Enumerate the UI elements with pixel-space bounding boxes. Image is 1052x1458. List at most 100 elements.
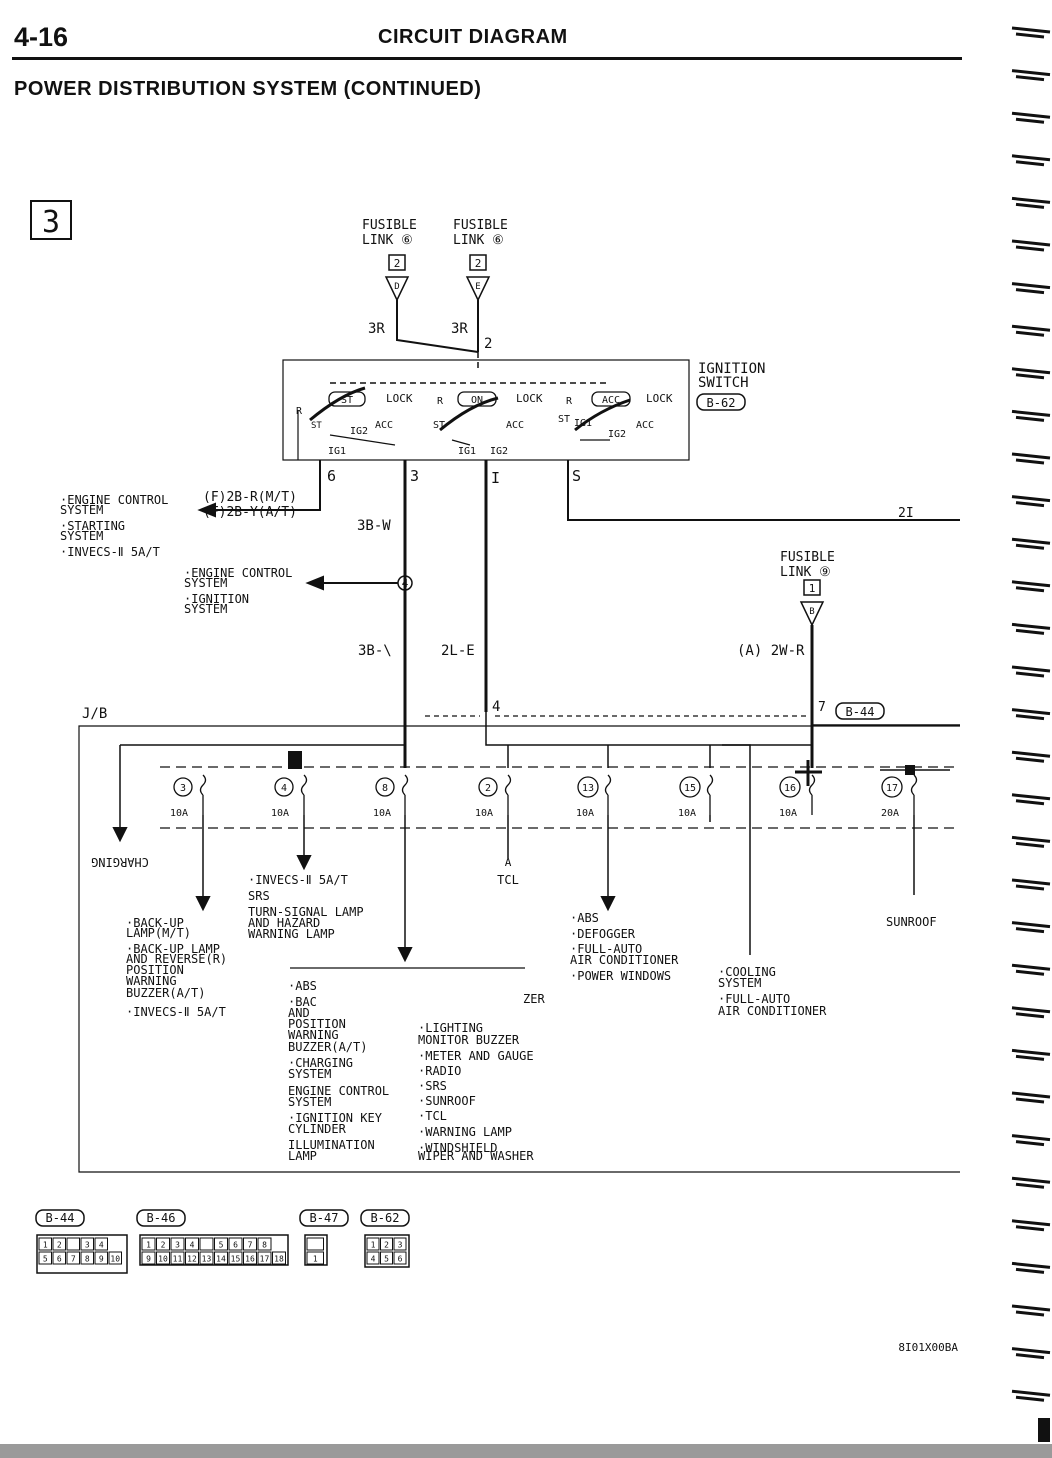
jb-pin-7: 7 xyxy=(818,700,826,715)
connector-pin-cell xyxy=(38,1237,52,1251)
switch-acc-label: ACC xyxy=(602,395,620,406)
connector-pin-cell xyxy=(257,1237,272,1251)
fuse15-16-out xyxy=(709,744,751,955)
fuse8-right-4: ·RADIO xyxy=(418,1064,461,1078)
fuse3-load-3: ·BACK-UP LAMP xyxy=(126,942,220,956)
zer-fragment: ZER xyxy=(523,992,545,1006)
engine-block-3: ·STARTING xyxy=(60,519,125,533)
connector-pin-label: 4 xyxy=(371,1255,376,1264)
connector-pin-cell xyxy=(214,1251,228,1265)
fuse8-left-13: ILLUMINATION xyxy=(288,1138,375,1152)
fl2-line2: LINK ⑥ xyxy=(453,233,504,248)
connector-pin-label: 3 xyxy=(398,1241,403,1250)
wire-2l-right xyxy=(567,460,960,521)
fuse-symbol-4 xyxy=(300,774,308,815)
binding-rib xyxy=(1011,622,1051,635)
connector-pin-cell xyxy=(228,1251,243,1265)
pin-i-label: I xyxy=(491,469,500,487)
binding-rib xyxy=(1011,1006,1051,1019)
switch-ig2-1: IG2 xyxy=(350,426,368,437)
connector-pin-cell xyxy=(243,1251,257,1265)
connector-pin-cell xyxy=(170,1237,185,1251)
engine-block2-4: SYSTEM xyxy=(184,602,227,616)
wire-2l-label: 2L-E xyxy=(441,643,475,659)
fuse3-load-5: POSITION xyxy=(126,963,184,977)
binding-rib xyxy=(1011,1219,1051,1232)
arrow-engine-control-2 xyxy=(305,575,324,591)
fl2-line1: FUSIBLE xyxy=(453,218,508,233)
connector-pin-label: 11 xyxy=(173,1255,183,1264)
binding-rib xyxy=(1011,111,1051,124)
ignition-switch-line2: SWITCH xyxy=(698,375,749,391)
switch-acc-small-2: ACC xyxy=(506,420,524,431)
fl1-pin: 2 xyxy=(394,257,401,270)
binding-rib xyxy=(1011,580,1051,593)
fuse-amp-15: 10A xyxy=(678,808,696,819)
fuse13-load-5: ·POWER WINDOWS xyxy=(570,969,671,983)
switch-ig1-2: IG1 xyxy=(458,446,476,457)
arrow-fuse3 xyxy=(195,896,211,912)
page-number: 4-16 xyxy=(14,22,69,52)
binding-rib xyxy=(1011,324,1051,337)
wire-3r-right-label: 3R xyxy=(451,321,468,337)
connector-pin-cell xyxy=(170,1251,185,1265)
fuse4-load-1: ·INVECS-Ⅱ 5A/T xyxy=(248,873,348,887)
engine-block-1: ·ENGINE CONTROL xyxy=(60,493,168,507)
fuse4-load-2: SRS xyxy=(248,889,270,903)
fuse8-right-5: ·SRS xyxy=(418,1079,447,1093)
fuse-num-13: 13 xyxy=(582,783,594,794)
connector-tab-b44 xyxy=(35,1209,85,1227)
arrow-fuse13 xyxy=(600,896,616,912)
connector-pin-label: 18 xyxy=(274,1255,284,1264)
fl3-triangle xyxy=(799,601,825,627)
fuse8-right-9: ·WINDSHIELD xyxy=(418,1141,497,1155)
connector-pin-cell xyxy=(228,1237,243,1251)
fuse-circle-13 xyxy=(577,776,599,798)
fuse-num-17: 17 xyxy=(886,783,898,794)
connector-pin-cell xyxy=(393,1237,407,1251)
fuse-circle-3 xyxy=(173,777,193,797)
mirrored-charging-text: CHARGING xyxy=(91,855,149,869)
page-header-title: CIRCUIT DIAGRAM xyxy=(378,26,568,48)
fuse3-load-2: LAMP(M/T) xyxy=(126,926,191,940)
switch-lock-3: LOCK xyxy=(646,392,673,405)
binding-rib xyxy=(1011,239,1051,252)
panel-number: 3 xyxy=(42,205,60,240)
connector-pin-label: 4 xyxy=(99,1241,104,1250)
wire-3r-left-label: 3R xyxy=(368,321,385,337)
fl3-letter: B xyxy=(809,607,814,617)
connector-pin-cell xyxy=(94,1251,108,1265)
sunroof-label: SUNROOF xyxy=(886,915,937,929)
fl1-line2: LINK ⑥ xyxy=(362,233,413,248)
binding-rib xyxy=(1011,495,1051,508)
fuse3-load-6: WARNING xyxy=(126,974,177,988)
connector-pin-label: 13 xyxy=(202,1255,212,1264)
connector-pin-cell xyxy=(243,1237,257,1251)
pin-s-label: S xyxy=(572,467,581,485)
binding-rib xyxy=(1011,835,1051,848)
connector-pin-label: 15 xyxy=(231,1255,241,1264)
switch-tab-st xyxy=(328,391,366,407)
binding-rib xyxy=(1011,1389,1051,1402)
fuse-symbol-16 xyxy=(808,774,816,815)
binding-rib xyxy=(1011,26,1051,39)
wire-f-mt: (F)2B-R(M/T) xyxy=(203,490,297,505)
fuse-circle-15 xyxy=(679,776,701,798)
connector-name-b47: B-47 xyxy=(310,1211,339,1225)
binding-rib xyxy=(1011,537,1051,550)
fuse4-load-4: AND HAZARD xyxy=(248,916,320,930)
connector-pin-cell xyxy=(257,1251,272,1265)
binding-rib xyxy=(1011,1176,1051,1189)
fuse16-load-3: ·FULL-AUTO xyxy=(718,992,790,1006)
connector-pin-label: 2 xyxy=(384,1241,389,1250)
connector-pin-cell xyxy=(80,1251,94,1265)
engine-block-4: SYSTEM xyxy=(60,529,103,543)
fuse8-right-3: ·METER AND GAUGE xyxy=(418,1049,534,1063)
connector-tab-jb xyxy=(835,702,885,720)
fuse-circle-17 xyxy=(881,776,903,798)
binding-rib xyxy=(1011,963,1051,976)
fuse8-left-1: ·ABS xyxy=(288,979,317,993)
connector-pin-label: 9 xyxy=(99,1255,104,1264)
pin-3-label: 3 xyxy=(410,467,419,485)
